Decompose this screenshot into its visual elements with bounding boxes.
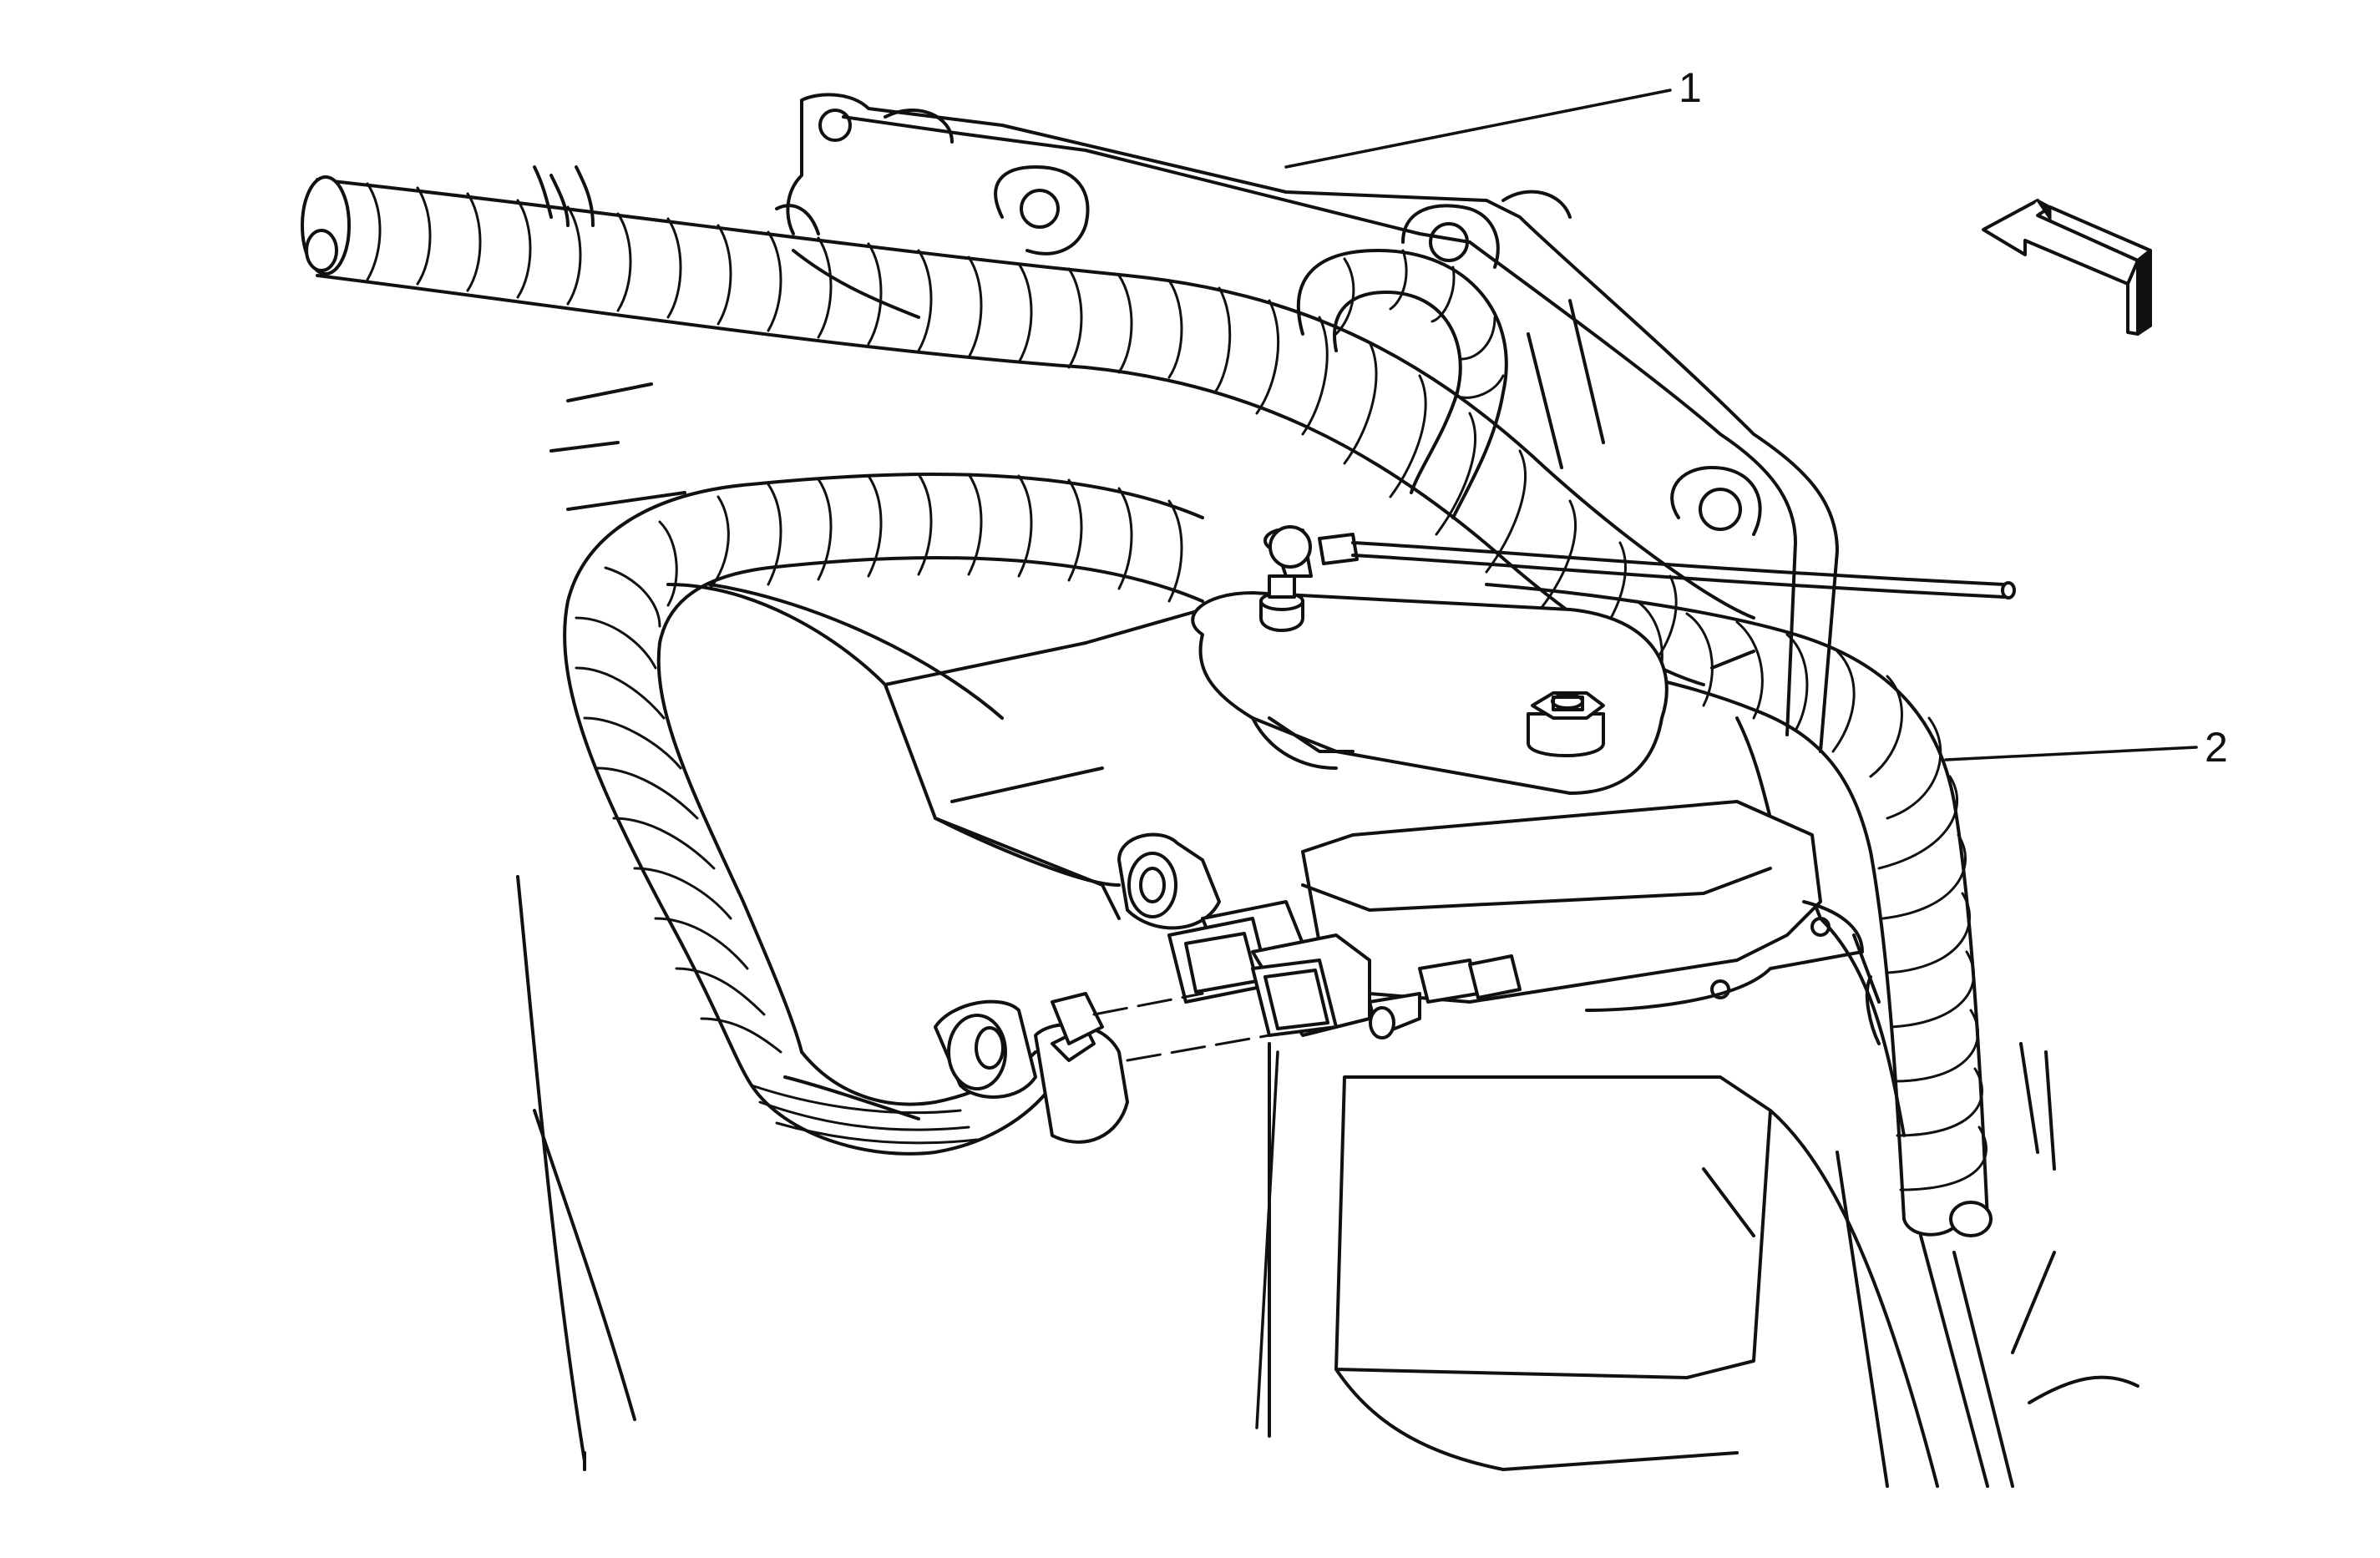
transmission-case bbox=[516, 875, 2139, 1488]
ground-stud bbox=[1259, 525, 1313, 632]
case-flange bbox=[533, 93, 1839, 753]
callout-2: 2 bbox=[2205, 724, 2228, 771]
alignment-lines bbox=[1092, 992, 1271, 1062]
harness-branch-loop bbox=[1297, 249, 1508, 519]
callout-1: 1 bbox=[1679, 64, 1702, 111]
view-direction-arrow-icon bbox=[1982, 199, 2152, 336]
ground-wire bbox=[1318, 533, 2016, 599]
connector-sockets bbox=[1167, 900, 1522, 1040]
bracket-nut bbox=[1527, 691, 1605, 757]
range-switch-housing bbox=[1301, 800, 1864, 1012]
harness-upper bbox=[301, 175, 1755, 686]
harness-connector bbox=[934, 992, 1129, 1144]
harness-right bbox=[1451, 583, 1993, 1237]
range-switch-shaft bbox=[1117, 832, 1221, 930]
leader-lines bbox=[1255, 89, 2198, 1429]
harness-lower-loop bbox=[563, 473, 1204, 1156]
